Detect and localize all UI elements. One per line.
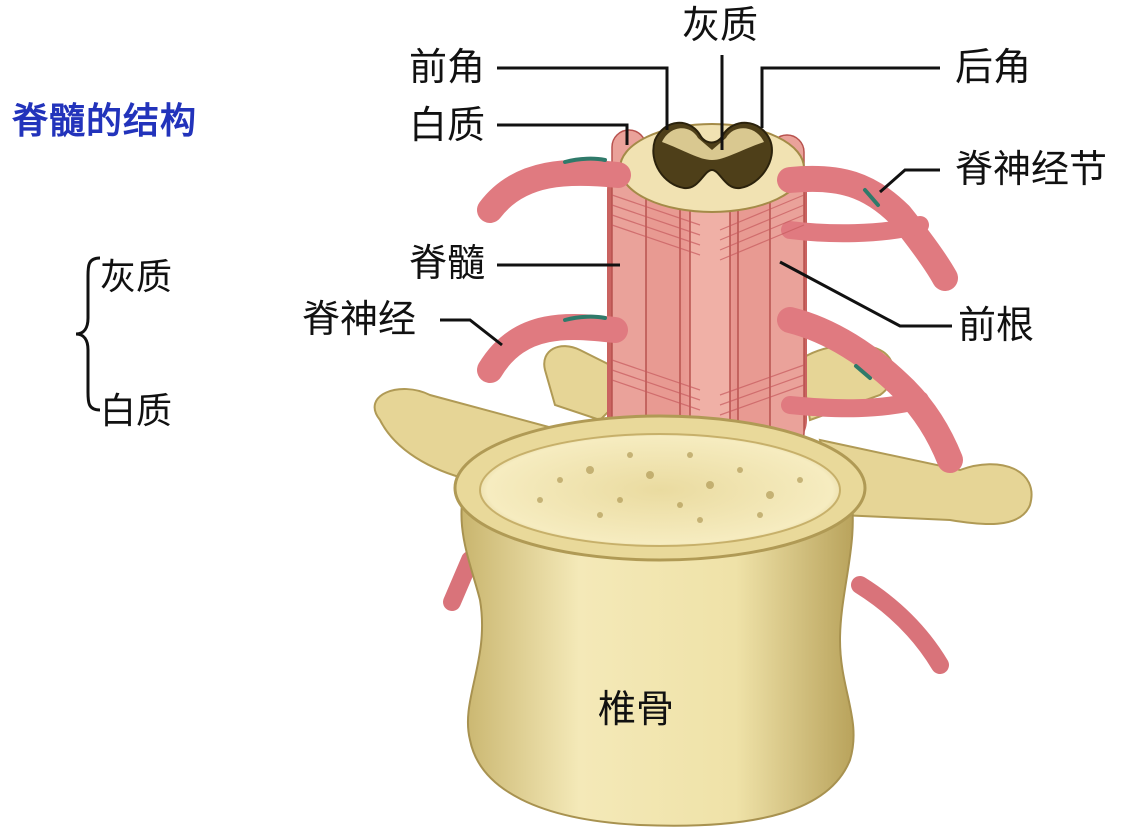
brace [75,256,101,412]
label-white-matter: 白质 [409,103,486,147]
side-label-white-matter: 白质 [100,391,173,432]
label-gray-matter: 灰质 [682,3,759,47]
page-title: 脊髓的结构 [12,101,198,142]
label-posterior-horn: 后角 [955,45,1032,89]
label-spinal-ganglion: 脊神经节 [955,147,1108,191]
upper-spinal-nerves [477,156,958,291]
side-label-gray-matter: 灰质 [100,257,173,298]
label-vertebra: 椎骨 [598,687,675,731]
label-spinal-nerve: 脊神经 [302,297,417,341]
lower-nerve-back [443,551,949,674]
spinal-cord-column [607,129,807,451]
rootlet-fibers [611,194,805,416]
label-spinal-cord: 脊髓 [409,241,486,285]
label-anterior-horn: 前角 [409,45,486,89]
vertebra-body [453,414,867,827]
leader-lines [440,55,952,347]
lower-spinal-nerves [477,307,963,473]
label-anterior-root: 前根 [958,303,1035,347]
cord-cross-section [619,121,805,213]
